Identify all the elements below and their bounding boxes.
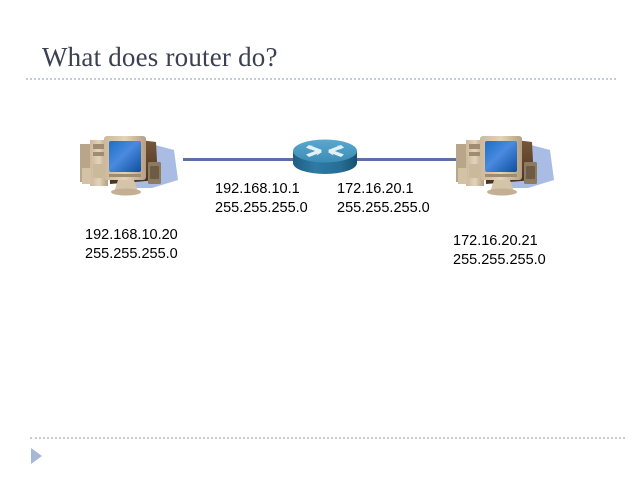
page-title: What does router do? <box>42 42 278 72</box>
play-triangle-icon <box>31 448 42 464</box>
host-left-mask: 255.255.255.0 <box>85 246 178 262</box>
title-divider <box>26 78 616 80</box>
router-arrows-icon <box>306 145 344 157</box>
link-router-to-host-right <box>355 158 468 161</box>
host-right-label: 172.16.20.21 255.255.255.0 <box>453 232 546 270</box>
host-right <box>450 122 560 198</box>
host-left-ip: 192.168.10.20 <box>85 227 178 243</box>
router-interface-right-mask: 255.255.255.0 <box>337 200 430 216</box>
router-device <box>292 138 358 178</box>
link-host-left-to-router <box>183 158 295 161</box>
host-left-label: 192.168.10.20 255.255.255.0 <box>85 226 178 264</box>
host-left <box>74 122 184 198</box>
router-interface-left-mask: 255.255.255.0 <box>215 200 308 216</box>
desktop-computer-icon <box>80 136 178 196</box>
footer-divider <box>30 437 625 439</box>
host-right-mask: 255.255.255.0 <box>453 252 546 268</box>
router-interface-right-label: 172.16.20.1 255.255.255.0 <box>337 180 430 218</box>
router-interface-left-ip: 192.168.10.1 <box>215 181 300 197</box>
desktop-computer-icon <box>456 136 554 196</box>
host-right-ip: 172.16.20.21 <box>453 233 538 249</box>
cisco-router-icon <box>293 139 357 174</box>
router-interface-left-label: 192.168.10.1 255.255.255.0 <box>215 180 308 218</box>
router-interface-right-ip: 172.16.20.1 <box>337 181 414 197</box>
